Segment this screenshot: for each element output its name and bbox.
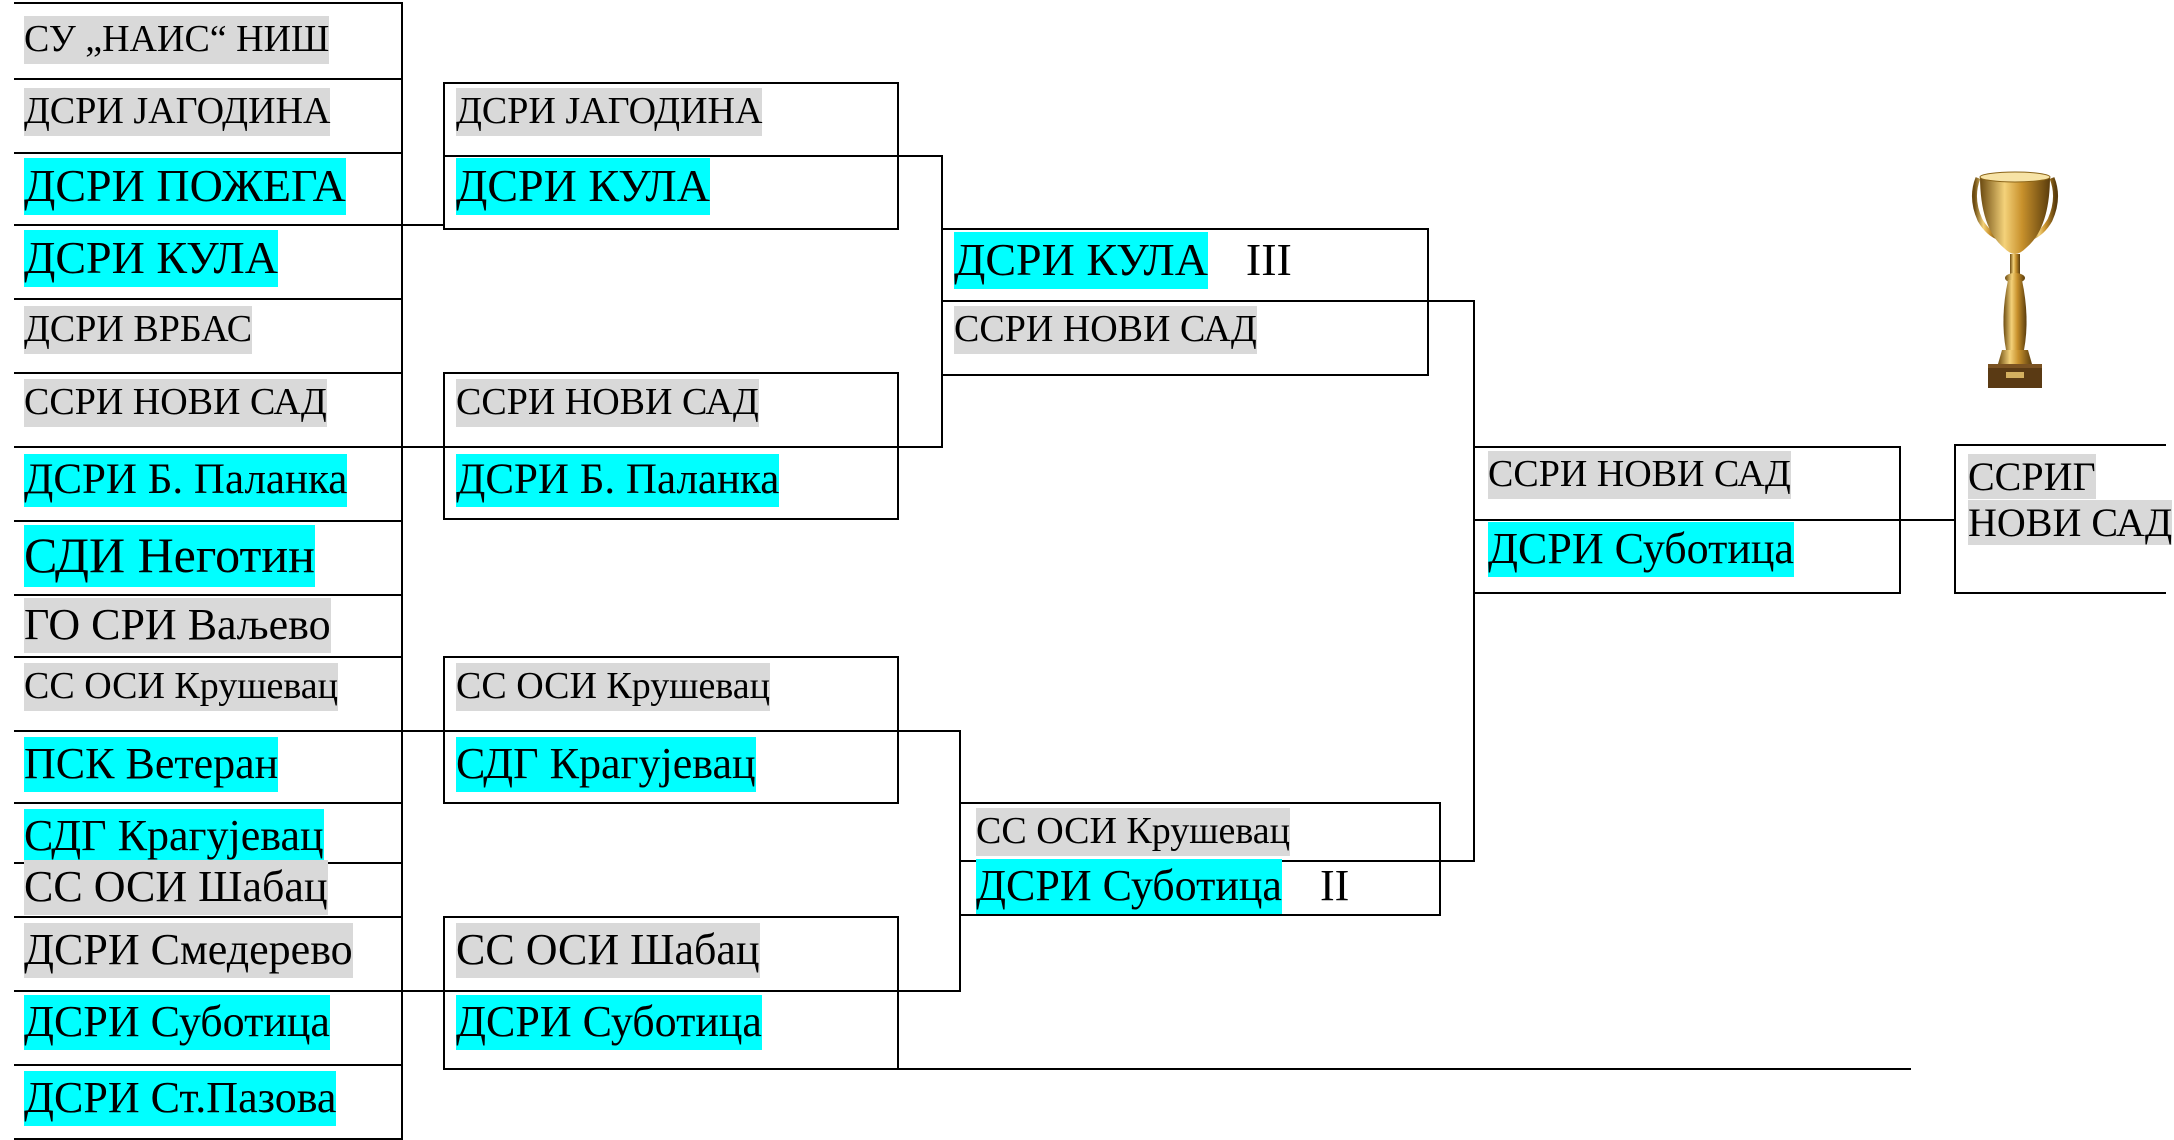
r1-team-10: СС ОСИ Крушевац [24, 663, 339, 711]
r1-team-7: ДСРИ Б. Паланка [24, 454, 348, 507]
r1-team-6: ССРИ НОВИ САД [24, 379, 327, 427]
r1-team-1: СУ „НАИС“ НИШ [24, 16, 330, 64]
r1-team-12: СДГ Крагујевац [24, 809, 324, 864]
final-team-1: ССРИ НОВИ САД [1488, 451, 1791, 499]
r2-team-4: ДСРИ Б. Паланка [456, 454, 780, 507]
r1-team-16: ДСРИ Ст.Пазова [24, 1071, 337, 1126]
r1-team-15: ДСРИ Суботица [24, 995, 330, 1050]
r2-team-6: СДГ Крагујевац [456, 737, 756, 792]
r3-team-3: СС ОСИ Крушевац [976, 808, 1291, 856]
r1-team-9: ГО СРИ Ваљево [24, 598, 331, 653]
champion-name: ССРИГ НОВИ САД [1968, 454, 2173, 545]
r1-team-13: СС ОСИ Шабац [24, 860, 328, 915]
trophy-icon [1972, 171, 2058, 388]
r2-team-1: ДСРИ ЈАГОДИНА [456, 88, 763, 136]
r1-team-3: ДСРИ ПОЖЕГА [24, 158, 346, 215]
r2-team-3: ССРИ НОВИ САД [456, 379, 759, 427]
final-team-2: ДСРИ Суботица [1488, 522, 1794, 577]
rank-third: III [1245, 234, 1292, 285]
r2-team-2: ДСРИ КУЛА [456, 158, 710, 215]
r3-team-2: ССРИ НОВИ САД [954, 306, 1257, 354]
r1-team-2: ДСРИ ЈАГОДИНА [24, 88, 331, 136]
r1-team-4: ДСРИ КУЛА [24, 230, 278, 287]
r2-team-8: ДСРИ Суботица [456, 995, 762, 1050]
rank-second: II [1319, 861, 1350, 910]
r1-team-11: ПСК Ветеран [24, 737, 279, 792]
r1-team-5: ДСРИ ВРБАС [24, 306, 253, 354]
r2-team-7: СС ОСИ Шабац [456, 923, 760, 978]
r1-team-14: ДСРИ Смедерево [24, 923, 353, 978]
r1-team-8: СДИ Неготин [24, 525, 315, 587]
champion-box [1954, 444, 2166, 594]
r2-team-5: СС ОСИ Крушевац [456, 663, 771, 711]
